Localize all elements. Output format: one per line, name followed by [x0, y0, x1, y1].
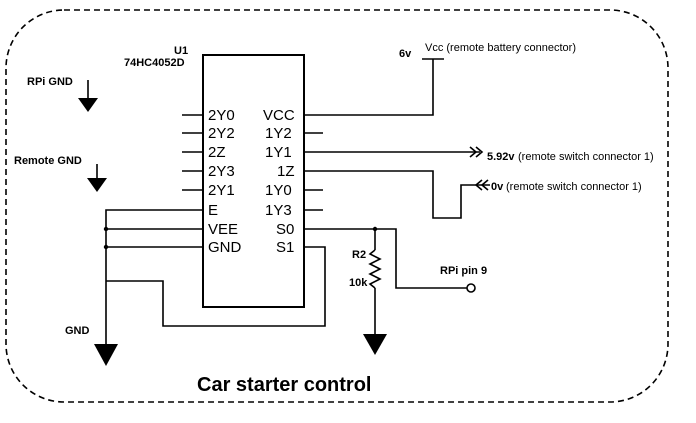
- switch1-net: 5.92v (remote switch connector 1): [304, 146, 654, 163]
- rpi-pin9-label: RPi pin 9: [440, 265, 487, 277]
- pin-2y0-label: 2Y0: [208, 107, 235, 124]
- sw1-note: (remote switch connector 1): [518, 151, 654, 163]
- chip-body: [202, 54, 305, 308]
- pin-e-label: E: [208, 202, 218, 219]
- pin-1y2-label: 1Y2: [265, 125, 292, 142]
- chip-part: 74HC4052D: [124, 57, 185, 69]
- gnd-label: GND: [65, 325, 90, 337]
- s0-net: R2 10k RPi pin 9: [304, 226, 487, 355]
- vcc-value: 6v: [399, 48, 412, 60]
- diagram-title: Car starter control: [197, 374, 372, 396]
- dashed-border: [5, 9, 669, 403]
- vcc-note: Vcc (remote battery connector): [425, 42, 576, 54]
- sw2-note: (remote switch connector 1): [506, 181, 642, 193]
- pin-vee-label: VEE: [208, 221, 238, 238]
- rpi-gnd-symbol: RPi GND: [27, 76, 98, 112]
- r2-value: 10k: [349, 277, 368, 289]
- sw1-value: 5.92v: [487, 151, 515, 163]
- ground-bus: GND: [65, 209, 182, 366]
- vcc-net: 6v Vcc (remote battery connector): [304, 42, 576, 116]
- pin-2y1-label: 2Y1: [208, 182, 235, 199]
- remote-gnd-symbol: Remote GND: [14, 155, 107, 192]
- pin-s0-label: S0: [276, 221, 294, 238]
- sw2-value: 0v: [491, 181, 504, 193]
- right-pins: VCC 1Y2 1Y1 1Z 1Y0 1Y3 S0 S1: [263, 107, 323, 256]
- pin-2z-label: 2Z: [208, 144, 226, 161]
- rpi-pin9-terminal: [466, 283, 476, 293]
- pin-1z-label: 1Z: [277, 163, 295, 180]
- r2-ref: R2: [352, 249, 366, 261]
- remote-gnd-label: Remote GND: [14, 155, 82, 167]
- chip-ref: U1: [174, 45, 188, 57]
- pin-s1-label: S1: [276, 239, 294, 256]
- pin-2y3-label: 2Y3: [208, 163, 235, 180]
- pin-1y0-label: 1Y0: [265, 182, 292, 199]
- s1-wire: [106, 246, 326, 327]
- pin-gnd-label: GND: [208, 239, 242, 256]
- pin-1y3-label: 1Y3: [265, 202, 292, 219]
- left-pins: 2Y0 2Y2 2Z 2Y3 2Y1 E VEE GND: [182, 107, 242, 256]
- switch2-net: 0v (remote switch connector 1): [304, 170, 642, 219]
- pin-vcc-label: VCC: [263, 107, 295, 124]
- pin-1y1-label: 1Y1: [265, 144, 292, 161]
- pin-2y2-label: 2Y2: [208, 125, 235, 142]
- r2-resistor: [368, 249, 382, 289]
- rpi-gnd-label: RPi GND: [27, 76, 73, 88]
